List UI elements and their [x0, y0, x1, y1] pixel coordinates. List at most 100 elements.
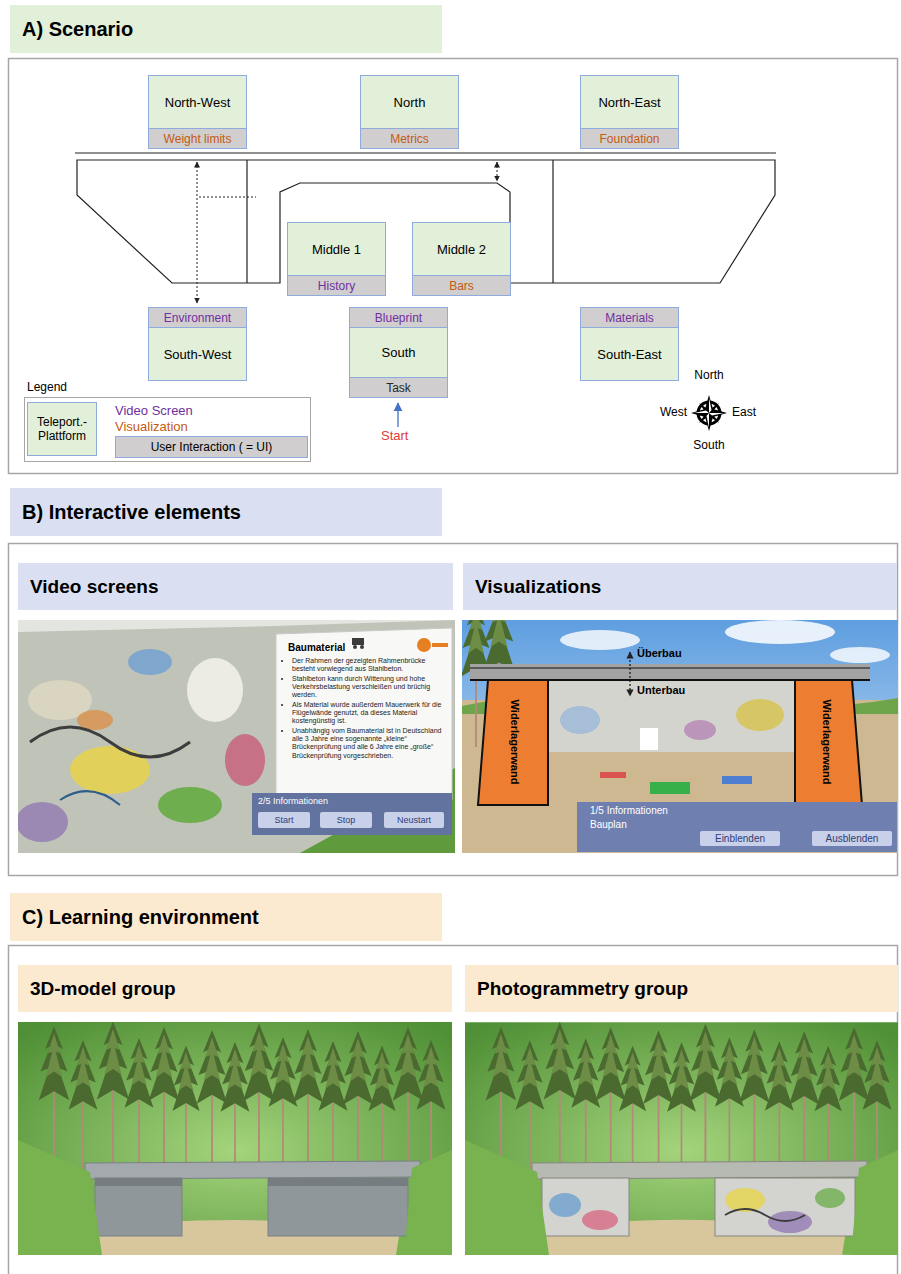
- rect-shape: [722, 776, 752, 784]
- rect-shape: [352, 638, 364, 645]
- screen-button: Start: [258, 812, 310, 828]
- rect-shape: [268, 1178, 408, 1236]
- interaction-label: Foundation: [581, 128, 678, 148]
- screen-title: Bauplan: [590, 819, 627, 831]
- section-heading: A) Scenario: [10, 5, 442, 53]
- platform-name: North-East: [581, 76, 678, 128]
- ellipse-shape: [187, 658, 243, 722]
- part-label: Widerlagerwand: [509, 700, 522, 785]
- ellipse-shape: [70, 746, 150, 794]
- ellipse-shape: [158, 787, 222, 823]
- platform-name: Middle 2: [413, 223, 510, 275]
- ellipse-shape: [18, 802, 68, 842]
- polygon-shape: [85, 1161, 420, 1179]
- screen-bullet: Unabhängig vom Baumaterial ist in Deutsc…: [292, 727, 445, 759]
- subpanel-heading: Video screens: [18, 563, 453, 610]
- line-shape: [197, 162, 198, 303]
- interaction-label: Environment: [149, 308, 246, 328]
- rect-shape: [470, 664, 870, 680]
- rect-shape: [715, 1178, 855, 1236]
- screen-bullet: Stahlbeton kann durch Witterung und hohe…: [292, 675, 445, 699]
- screen-button: Stop: [320, 812, 372, 828]
- screen-heading: Baumaterial: [288, 642, 345, 654]
- panel-outline: [9, 59, 898, 474]
- interaction-label: Materials: [581, 308, 678, 328]
- subpanel: 3D-model group: [18, 965, 452, 1255]
- legend-text: Teleport.-Plattform: [30, 415, 94, 444]
- teleport-platform: Middle 2Bars: [412, 222, 511, 296]
- use-shape: [465, 1022, 898, 1255]
- platform-name: South-West: [149, 328, 246, 380]
- interaction-label: Metrics: [361, 128, 458, 148]
- rect-shape: [268, 1178, 408, 1186]
- ellipse-shape: [582, 1210, 618, 1230]
- subpanel: Photogrammetry group: [465, 965, 898, 1255]
- platform-name: North-West: [149, 76, 246, 128]
- compass-rose: [691, 395, 727, 431]
- polygon-shape: [276, 628, 452, 800]
- line-shape: [497, 162, 498, 181]
- legend-swatch: Teleport.-Plattform: [27, 402, 97, 456]
- interaction-label: Bars: [413, 275, 510, 295]
- platform-name: South: [350, 328, 447, 377]
- rect-shape: [640, 728, 658, 750]
- visualization-screenshot: [462, 620, 898, 853]
- interaction-label: Weight limits: [149, 128, 246, 148]
- line-shape: [75, 152, 776, 153]
- screen-counter: 1/5 Informationen: [590, 805, 668, 817]
- rect-shape: [650, 782, 690, 794]
- rect-shape: [462, 620, 898, 853]
- subpanel-heading: Visualizations: [463, 563, 897, 610]
- legend-text: Video Screen: [115, 403, 193, 418]
- polygon-shape: [404, 1150, 452, 1255]
- legend-entry: User Interaction ( = UI): [115, 436, 308, 458]
- line-shape: [470, 668, 870, 669]
- ellipse-shape: [225, 734, 265, 786]
- rect-shape: [252, 793, 452, 835]
- screen-button: Einblenden: [700, 831, 780, 846]
- section-heading: B) Interactive elements: [10, 488, 442, 536]
- teleport-platform: Middle 1History: [287, 222, 386, 296]
- info-board-text: Der Rahmen der gezeigten Rahmenbrücke be…: [283, 657, 445, 762]
- section-heading: C) Learning environment: [10, 893, 442, 941]
- teleport-platform: North-WestWeight limits: [148, 75, 247, 149]
- polygon-shape: [707, 413, 710, 428]
- ellipse-shape: [560, 630, 640, 650]
- interaction-label: History: [288, 275, 385, 295]
- bridge-schematic: [75, 153, 776, 283]
- screen-button: Neustart: [384, 812, 444, 828]
- platform-name: South-East: [581, 328, 678, 380]
- rect-shape: [432, 643, 448, 647]
- part-label: Unterbau: [637, 684, 685, 697]
- rect-shape: [95, 1178, 182, 1186]
- teleport-platform: North-EastFoundation: [580, 75, 679, 149]
- ellipse-shape: [560, 706, 600, 734]
- path-shape: [725, 1209, 805, 1221]
- panel-frame: A) ScenarioNorth-WestWeight limitsNorthM…: [8, 5, 898, 473]
- circle-shape: [360, 645, 364, 649]
- polygon-shape: [694, 411, 709, 414]
- line-shape: [552, 160, 553, 283]
- polygon-shape: [18, 620, 455, 853]
- compass-label: South: [693, 439, 724, 453]
- ellipse-shape: [768, 1211, 812, 1233]
- polygon-shape: [532, 1161, 867, 1179]
- ellipse-shape: [736, 699, 784, 731]
- line-shape: [629, 652, 630, 696]
- ellipse-shape: [128, 649, 172, 675]
- rect-shape: [577, 802, 897, 852]
- interaction-label: Blueprint: [350, 308, 447, 328]
- polygon-shape: [691, 395, 727, 431]
- path-shape: [60, 791, 120, 805]
- polygon-shape: [709, 398, 712, 413]
- polygon-shape: [18, 1140, 102, 1255]
- screen-button: Ausblenden: [812, 831, 892, 846]
- rect-shape: [95, 1178, 182, 1236]
- polygon-shape: [851, 1150, 898, 1255]
- use-shape: [18, 1022, 452, 1255]
- legend-entry: Teleport.-Plattform: [27, 402, 97, 456]
- teleport-platform: MaterialsSouth-East: [580, 307, 679, 381]
- polygon-shape: [465, 1140, 549, 1255]
- panel-outline: [9, 544, 898, 876]
